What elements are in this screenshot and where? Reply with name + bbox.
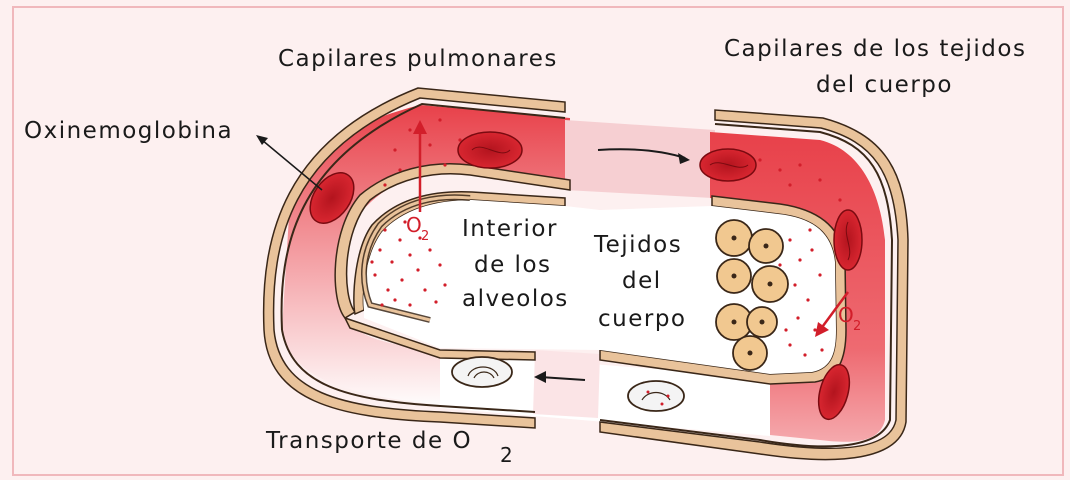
label-body-capillaries-1: Capilares de los tejidos — [724, 36, 1026, 62]
label-alveoli-2: de los — [474, 252, 552, 278]
label-alveoli-1: Interior — [462, 216, 558, 242]
label-body-capillaries-2: del cuerpo — [816, 72, 953, 98]
label-alveoli-3: alveolos — [462, 286, 569, 312]
deoxygenated-cell — [628, 381, 684, 411]
connector-top — [565, 120, 715, 198]
label-transport: Transporte de O — [265, 428, 472, 454]
label-oxygen-tissue: O — [838, 303, 854, 327]
label-oxygen-lungs-sub: 2 — [421, 229, 429, 244]
label-oxyhemoglobin: Oxinemoglobina — [24, 118, 233, 144]
label-tissues-1: Tejidos — [593, 232, 682, 258]
label-transport-sub: 2 — [500, 443, 514, 467]
connector-bottom — [533, 350, 600, 418]
label-tissues-3: cuerpo — [598, 306, 687, 332]
label-oxygen-lungs: O — [406, 213, 422, 237]
label-tissues-2: del — [622, 268, 662, 294]
label-pulmonary-capillaries: Capilares pulmonares — [278, 46, 558, 72]
label-oxygen-tissue-sub: 2 — [853, 319, 861, 334]
